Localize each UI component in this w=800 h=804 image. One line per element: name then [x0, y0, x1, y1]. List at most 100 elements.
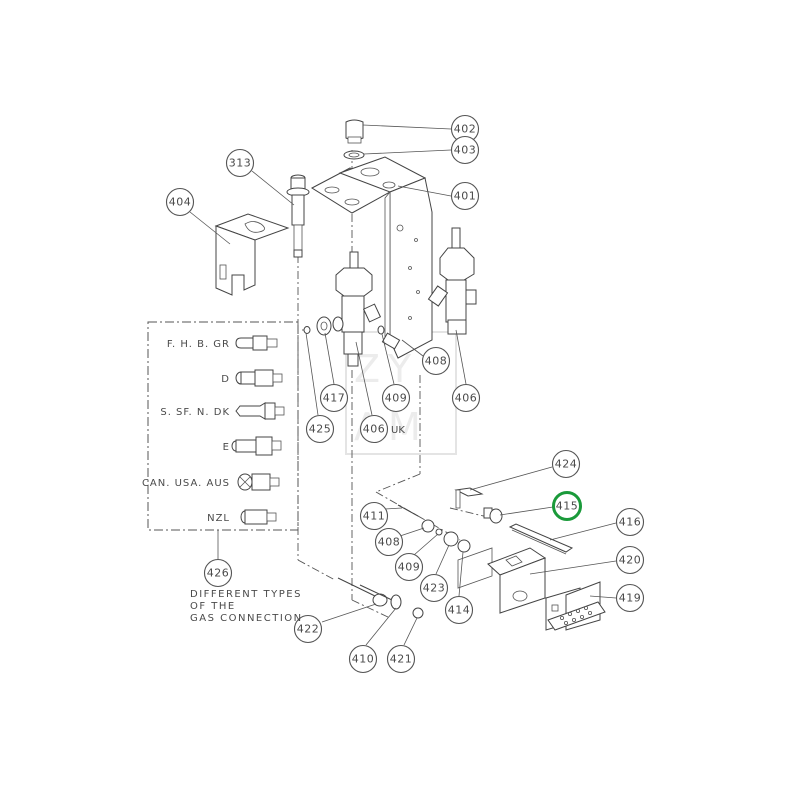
note-line-2: OF THE — [190, 601, 236, 612]
gas-type-label: CAN. USA. AUS — [142, 478, 230, 489]
callout-313: 313 — [225, 148, 255, 178]
gas-type-label: D — [221, 374, 230, 385]
callout-414: 414 — [444, 595, 474, 625]
callout-419: 419 — [615, 583, 645, 613]
callout-number: 425 — [309, 423, 332, 436]
callout-number: 423 — [423, 582, 446, 595]
callout-circle — [615, 545, 645, 575]
part-409-olive-lower — [435, 528, 443, 536]
callout-411: 411 — [359, 501, 389, 531]
part-408-nut-lower — [421, 519, 435, 533]
gas-connection-part-nzl — [240, 509, 277, 525]
callout-number: 417 — [323, 392, 346, 405]
gas-connection-part-e — [231, 436, 282, 456]
callout-number: 411 — [363, 510, 386, 523]
callout-number: 408 — [378, 536, 401, 549]
callout-417: 417 — [319, 383, 349, 413]
part-424-clip — [454, 487, 484, 509]
part-403-ring — [343, 150, 365, 160]
callout-401: 401 — [450, 181, 480, 211]
callout-number: 408 — [425, 355, 448, 368]
callout-number: 406 — [455, 392, 478, 405]
gas-connection-note: DIFFERENT TYPES OF THE GAS CONNECTION — [190, 589, 303, 624]
callout-number: 420 — [619, 554, 642, 567]
callout-415: 415 — [552, 491, 582, 521]
callout-number: 401 — [454, 190, 477, 203]
callout-number: 406 — [363, 423, 386, 436]
note-line-1: DIFFERENT TYPES — [190, 589, 302, 600]
callout-409b: 409 — [394, 552, 424, 582]
callout-number: 409 — [385, 392, 408, 405]
callout-circle — [374, 527, 404, 557]
callout-425: 425 — [305, 414, 335, 444]
callout-number: 410 — [352, 653, 375, 666]
callout-circle — [444, 595, 474, 625]
gas-type-label: E — [223, 442, 230, 453]
callout-402: 402 — [450, 114, 480, 144]
gas-connection-types-box — [147, 321, 299, 561]
part-401-mounting-plate — [310, 156, 433, 359]
part-406-valve-body — [335, 251, 382, 367]
callout-409a: 409 — [381, 383, 411, 413]
callout-circle — [421, 346, 451, 376]
part-313-igniter — [286, 174, 310, 258]
callout-420: 420 — [615, 545, 645, 575]
callout-426: 426 — [203, 558, 233, 588]
part-402-knob — [345, 119, 364, 144]
callout-circle — [203, 558, 233, 588]
callout-circle — [450, 135, 480, 165]
callout-number: 422 — [297, 623, 320, 636]
gas-connection-part-ssfndk — [235, 402, 285, 420]
note-line-3: GAS CONNECTION — [190, 613, 303, 624]
callout-number: 404 — [169, 196, 192, 209]
watermark: ZY AM — [345, 331, 457, 455]
callout-circle — [615, 583, 645, 613]
callout-410: 410 — [348, 644, 378, 674]
part-410-fitting — [359, 584, 402, 610]
part-409-olive-upper — [377, 325, 385, 335]
callout-number: 313 — [229, 157, 252, 170]
callout-number: 426 — [207, 567, 230, 580]
callout-circle — [225, 148, 255, 178]
callout-408a: 408 — [421, 346, 451, 376]
callout-circle — [419, 573, 449, 603]
callout-circle — [450, 181, 480, 211]
callout-406a: 406 — [451, 383, 481, 413]
callout-number: 416 — [619, 516, 642, 529]
callout-number: 403 — [454, 144, 477, 157]
callout-circle — [293, 614, 323, 644]
gas-connection-part-d — [235, 369, 283, 387]
callout-424: 424 — [551, 449, 581, 479]
part-420-housing — [457, 547, 547, 614]
callout-circle — [394, 552, 424, 582]
part-419-shield — [545, 581, 606, 631]
callout-408b: 408 — [374, 527, 404, 557]
callout-circle — [165, 187, 195, 217]
highlight-ring — [552, 491, 582, 521]
callout-circle — [305, 414, 335, 444]
gas-type-label: S. SF. N. DK — [160, 407, 230, 418]
callout-number: 419 — [619, 592, 642, 605]
gas-type-label: NZL — [207, 513, 230, 524]
part-411-injector — [397, 504, 419, 517]
gas-connection-part-canusaaus — [237, 473, 280, 491]
callout-circle — [359, 501, 389, 531]
part-422-thermocouple-lead — [337, 577, 388, 607]
callout-423: 423 — [419, 573, 449, 603]
part-417-nut — [316, 316, 344, 336]
callout-404: 404 — [165, 187, 195, 217]
callout-circle — [386, 644, 416, 674]
callout-number: 415 — [556, 500, 579, 513]
part-414-washer — [457, 539, 471, 553]
part-416-thermocouple — [508, 523, 574, 555]
callout-circle — [348, 644, 378, 674]
part-415-thermocouple-fitting — [483, 507, 503, 524]
callout-421: 421 — [386, 644, 416, 674]
leader-lines — [189, 124, 617, 646]
callout-circle — [381, 383, 411, 413]
part-408-fitting-upper — [381, 332, 401, 350]
